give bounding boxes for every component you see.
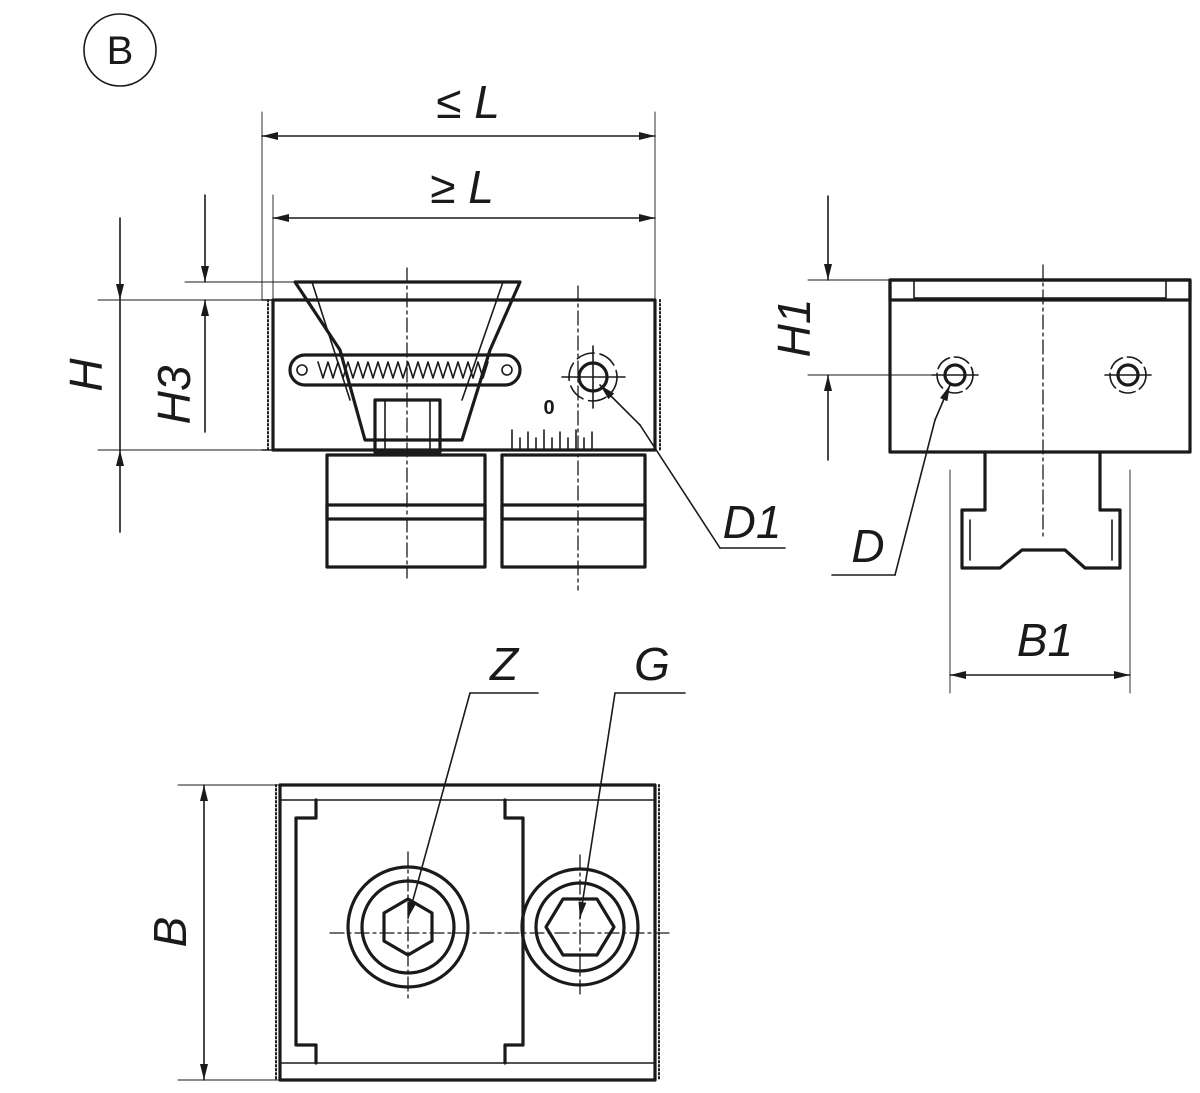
- label-L-min: ≥ L: [430, 161, 494, 213]
- top-view: [275, 783, 673, 1082]
- label-H1: H1: [768, 299, 820, 358]
- side-hole-left: [931, 356, 979, 394]
- label-H3: H3: [148, 365, 200, 424]
- label-D: D: [851, 520, 884, 572]
- knurled-top-face: [888, 278, 1192, 454]
- svg-text:B: B: [107, 29, 134, 73]
- dimension-B1: B1: [949, 469, 1131, 694]
- jaw-outline-right: [503, 798, 525, 1065]
- scale-ticks: [511, 429, 593, 449]
- lower-block-left: [325, 453, 487, 569]
- side-view: [888, 264, 1192, 570]
- label-G: G: [634, 638, 670, 690]
- t-slot-foot: [960, 450, 1122, 570]
- spring-slot: [288, 353, 522, 387]
- lower-block-right: [500, 453, 647, 569]
- callout-Z: Z: [407, 638, 539, 919]
- label-H: H: [60, 358, 112, 392]
- jaw-outline-left: [294, 798, 318, 1065]
- front-view: 0: [261, 267, 661, 591]
- clamp-jaw: [293, 280, 522, 442]
- label-D1: D1: [723, 496, 782, 548]
- label-L-max: ≤ L: [436, 76, 500, 128]
- callout-G: G: [578, 638, 686, 919]
- dimension-H3: H3: [148, 194, 296, 433]
- spring-coil: [317, 361, 489, 379]
- dimension-H: H: [60, 217, 274, 533]
- dimension-L-max: ≤ L: [261, 76, 656, 301]
- dimension-L-min: ≥ L: [272, 161, 656, 301]
- view-badge: B: [83, 13, 157, 87]
- label-B1: B1: [1017, 614, 1073, 666]
- dimension-H1: H1: [768, 195, 936, 461]
- label-Z: Z: [489, 638, 520, 690]
- front-body: [271, 298, 657, 452]
- scale-zero-label: 0: [543, 397, 554, 419]
- callout-D: D: [831, 384, 951, 576]
- label-B: B: [144, 917, 196, 948]
- dimension-B: B: [144, 784, 281, 1081]
- side-hole-right: [1104, 356, 1152, 394]
- callout-D1: D1: [599, 384, 786, 549]
